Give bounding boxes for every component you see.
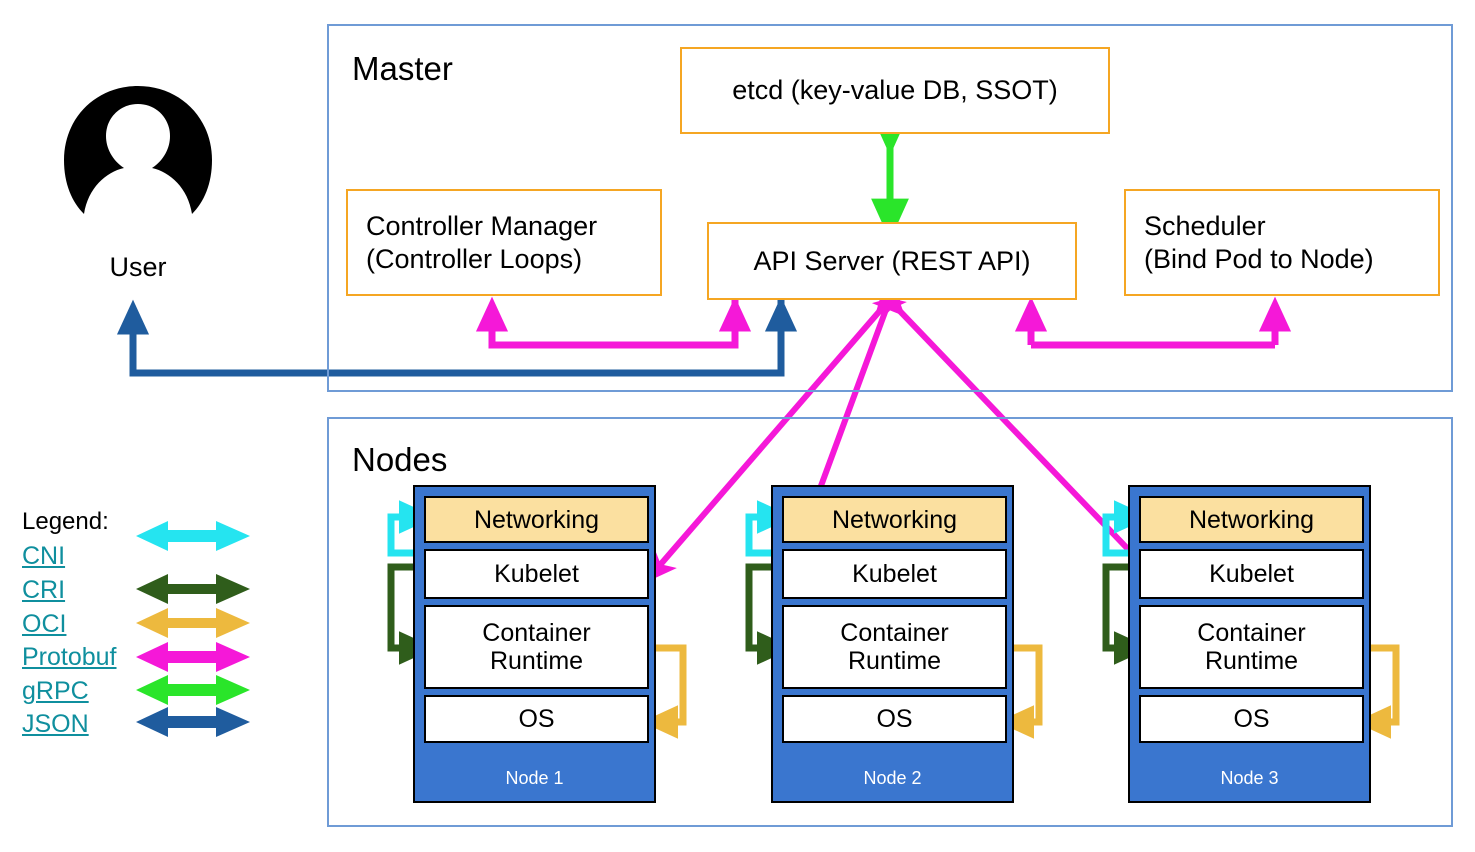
nodes-section-title: Nodes — [352, 441, 448, 478]
node-3-caption: Node 3 — [1220, 768, 1279, 788]
node-1-container-runtime-layer[interactable]: Container Runtime — [424, 605, 649, 689]
user-avatar-icon — [64, 86, 212, 214]
node-3-kubelet-layer[interactable]: Kubelet — [1139, 549, 1364, 599]
legend-arrow-grpc — [136, 675, 250, 705]
legend-arrow-cri — [136, 574, 250, 604]
node-1-networking-layer[interactable]: Networking — [424, 496, 649, 543]
legend-arrow-protobuf — [136, 642, 250, 672]
node-2-kubelet-layer[interactable]: Kubelet — [782, 549, 1007, 599]
legend-item-oci[interactable]: OCI — [22, 610, 67, 638]
nodes-section — [327, 417, 1453, 827]
master-section-title: Master — [352, 50, 453, 87]
node-1-caption: Node 1 — [505, 768, 564, 788]
legend-arrow-json — [136, 707, 250, 737]
legend-item-protobuf[interactable]: Protobuf — [22, 643, 117, 671]
etcd-box[interactable]: etcd (key-value DB, SSOT) — [680, 47, 1110, 134]
master-section — [327, 24, 1453, 392]
legend-title: Legend: — [22, 508, 109, 535]
node-3-container-runtime-layer[interactable]: Container Runtime — [1139, 605, 1364, 689]
node-3[interactable]: Networking Kubelet Container Runtime OS … — [1128, 485, 1371, 803]
node-2-caption: Node 2 — [863, 768, 922, 788]
node-1[interactable]: Networking Kubelet Container Runtime OS … — [413, 485, 656, 803]
node-2-os-layer[interactable]: OS — [782, 695, 1007, 743]
node-1-kubelet-layer[interactable]: Kubelet — [424, 549, 649, 599]
legend-item-json[interactable]: JSON — [22, 710, 89, 738]
api-server-box[interactable]: API Server (REST API) — [707, 222, 1077, 300]
legend-item-grpc[interactable]: gRPC — [22, 677, 89, 705]
scheduler-box[interactable]: Scheduler (Bind Pod to Node) — [1124, 189, 1440, 296]
node-1-os-layer[interactable]: OS — [424, 695, 649, 743]
legend-arrow-oci — [136, 608, 250, 638]
node-3-networking-layer[interactable]: Networking — [1139, 496, 1364, 543]
node-2-container-runtime-layer[interactable]: Container Runtime — [782, 605, 1007, 689]
legend-arrow-cni — [136, 521, 250, 551]
node-2[interactable]: Networking Kubelet Container Runtime OS … — [771, 485, 1014, 803]
controller-manager-box[interactable]: Controller Manager (Controller Loops) — [346, 189, 662, 296]
node-3-os-layer[interactable]: OS — [1139, 695, 1364, 743]
node-2-networking-layer[interactable]: Networking — [782, 496, 1007, 543]
user-label: User — [109, 252, 167, 282]
legend-item-cri[interactable]: CRI — [22, 576, 66, 604]
legend-item-cni[interactable]: CNI — [22, 542, 66, 570]
